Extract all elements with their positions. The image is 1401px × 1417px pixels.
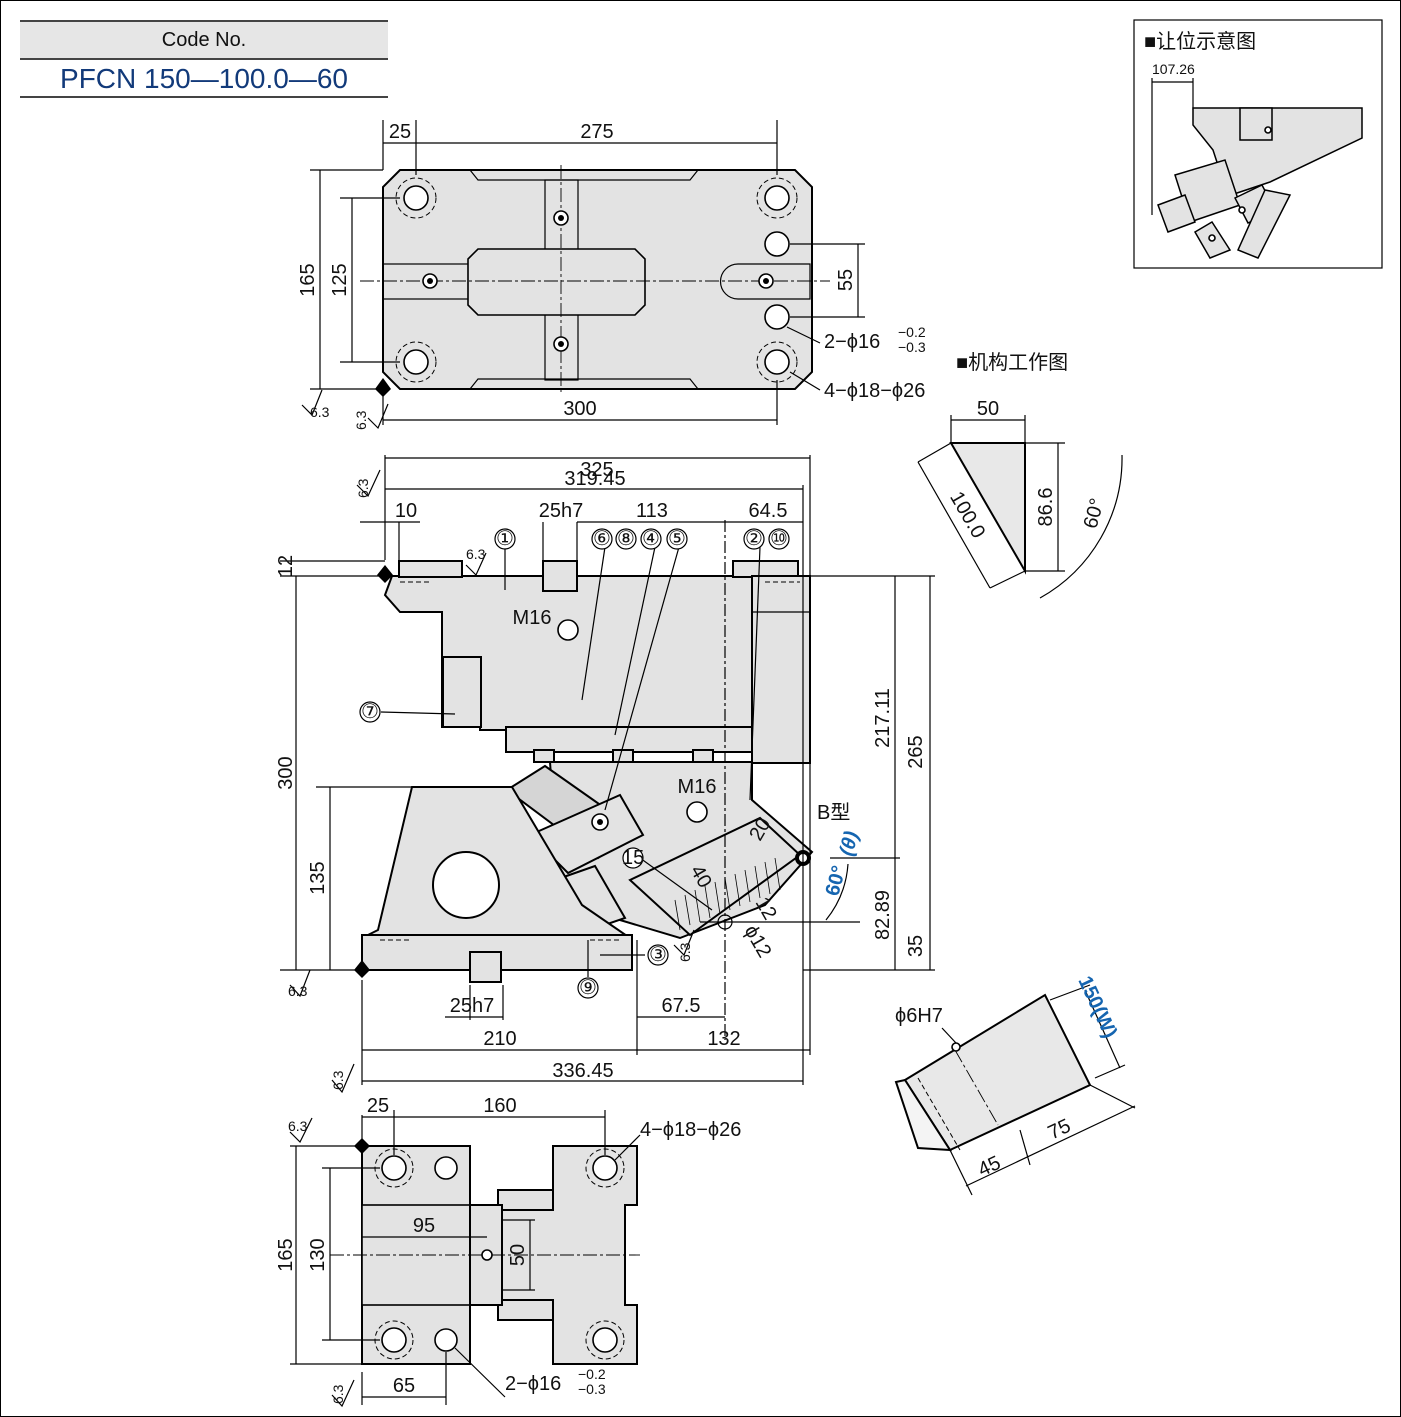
- dim-bottom-50: 50: [507, 1244, 529, 1266]
- dim-82-89: 82.89: [872, 890, 894, 940]
- balloon-8: ⑧: [617, 528, 635, 550]
- bottom-holes-a-tol-upper: −0.2: [578, 1366, 606, 1382]
- key-upper-center: [542, 560, 578, 592]
- balloon-3: ③: [649, 944, 667, 966]
- balloon-1: ①: [496, 528, 514, 550]
- code-label: Code No.: [20, 20, 388, 60]
- balloon-10: ⑩: [770, 528, 788, 550]
- dim-phi12: ϕ12: [740, 922, 776, 962]
- dim-325: 325: [580, 459, 613, 481]
- dim-217-11: 217.11: [872, 688, 894, 748]
- block-dim-75: 75: [1045, 1115, 1074, 1144]
- block-phi6h7: ϕ6H7: [895, 1005, 943, 1027]
- dim-132: 132: [707, 1028, 740, 1050]
- dim-265: 265: [905, 735, 927, 768]
- base-bore: [432, 851, 500, 919]
- front-view: ① ⑥ ⑧ ④ ⑤ ② ⑩ ⑦ ③ ⑨ 325 319.45 10 25h7 1…: [275, 455, 935, 1094]
- thread-m16-upper: M16: [513, 607, 552, 629]
- cam-angle: 60°: [822, 863, 851, 898]
- mechanism-title: ■机构工作图: [956, 351, 1068, 374]
- rough-mark-front-3: 6.3: [288, 983, 308, 999]
- block-dim-45: 45: [975, 1152, 1004, 1181]
- dim-top-165: 165: [297, 263, 319, 296]
- dim-top-275: 275: [580, 121, 613, 143]
- dim-336-45: 336.45: [552, 1060, 613, 1082]
- top-holes-a-label: 2−ϕ16: [824, 331, 880, 353]
- dim-64-5: 64.5: [749, 500, 788, 522]
- dim-25h7-top: 25h7: [539, 500, 584, 522]
- dim-bottom-65: 65: [393, 1375, 415, 1397]
- rough-mark-front-4: 6.3: [330, 1070, 346, 1090]
- mech-angle: 60°: [1080, 496, 1109, 531]
- rough-mark-front-1: 6.3: [355, 478, 371, 498]
- bottom-holes-a-label: 2−ϕ16: [505, 1373, 561, 1395]
- mech-dim-86-6: 86.6: [1035, 488, 1057, 527]
- counterbore-holes-top: [395, 177, 798, 383]
- dim-67-5: 67.5: [662, 995, 701, 1017]
- mech-dim-50: 50: [977, 398, 999, 420]
- dim-bottom-165: 165: [275, 1238, 297, 1271]
- thread-m16-lower: M16: [678, 776, 717, 798]
- balloon-4: ④: [642, 528, 660, 550]
- dim-bottom-130: 130: [307, 1238, 329, 1271]
- bottom-holes-a-tol-lower: −0.3: [578, 1381, 606, 1397]
- dim-210: 210: [483, 1028, 516, 1050]
- mechanism-diagram: ■机构工作图 50 100.0 86.6 60°: [917, 351, 1123, 599]
- top-holes-a-tol-upper: −0.2: [898, 324, 926, 340]
- balloon-7: ⑦: [361, 701, 379, 723]
- clearance-diagram: ■让位示意图 107.26: [1133, 19, 1383, 269]
- dim-bottom-160: 160: [483, 1095, 516, 1117]
- cam-angle-theta: (θ): [836, 829, 864, 859]
- rough-mark-bottom-2: 6.3: [330, 1384, 346, 1404]
- rough-mark-front-2: 6.3: [466, 546, 486, 562]
- mechanism-triangle: [949, 442, 1026, 575]
- dim-top-300: 300: [563, 398, 596, 420]
- balloon-2: ②: [745, 528, 763, 550]
- bottom-holes-b-label: 4−ϕ18−ϕ26: [640, 1119, 741, 1141]
- rough-mark-top-1: 6.3: [310, 404, 330, 420]
- key-upper-left: [398, 560, 463, 578]
- guide-plate: [505, 726, 753, 753]
- dim-319-45: 319.45: [564, 468, 625, 490]
- balloons: [359, 528, 790, 999]
- top-holes-a-tol-lower: −0.3: [898, 339, 926, 355]
- balloon-9: ⑨: [579, 977, 597, 999]
- dim-top-55: 55: [835, 269, 857, 291]
- dim-12: 12: [275, 555, 297, 577]
- dim-top-25: 25: [389, 121, 411, 143]
- balloon-15: 15: [622, 847, 644, 869]
- dim-113: 113: [636, 500, 668, 522]
- block-diagram: ϕ6H7 150(W) 45 75: [894, 973, 1136, 1196]
- bottom-view: 25 160 165 130 95 50 65 2−ϕ16 −0.2 −0.3 …: [275, 1095, 741, 1408]
- block-width-label: 150(W): [1073, 973, 1121, 1042]
- top-holes-b-label: 4−ϕ18−ϕ26: [824, 380, 925, 402]
- dim-107-26: 107.26: [1152, 61, 1195, 77]
- rough-mark-bottom-1: 6.3: [288, 1118, 308, 1134]
- dim-bottom-25: 25: [367, 1095, 389, 1117]
- clearance-title: ■让位示意图: [1144, 30, 1256, 53]
- top-view: 25 275 165 125 55 300 2−ϕ16 −0.2 −0.3 4−…: [297, 120, 926, 430]
- dim-top-125: 125: [329, 263, 351, 296]
- dim-25h7-bottom: 25h7: [450, 995, 495, 1017]
- dim-300-height: 300: [275, 756, 297, 789]
- code-box: Code No. PFCN 150—100.0—60: [20, 20, 388, 98]
- upper-body: [383, 575, 753, 746]
- dim-bottom-95: 95: [413, 1215, 435, 1237]
- dim-135: 135: [307, 861, 329, 894]
- upper-side-block: [751, 575, 811, 764]
- code-value: PFCN 150—100.0—60: [20, 60, 388, 98]
- rough-mark-front-5: 6.3: [677, 942, 693, 962]
- balloon-5: ⑤: [668, 528, 686, 550]
- type-b-label: B型: [817, 801, 850, 824]
- dim-35: 35: [905, 935, 927, 957]
- rough-mark-top-2: 6.3: [353, 410, 369, 430]
- balloon-6: ⑥: [593, 528, 611, 550]
- key-lower: [469, 951, 502, 983]
- dim-10: 10: [395, 500, 417, 522]
